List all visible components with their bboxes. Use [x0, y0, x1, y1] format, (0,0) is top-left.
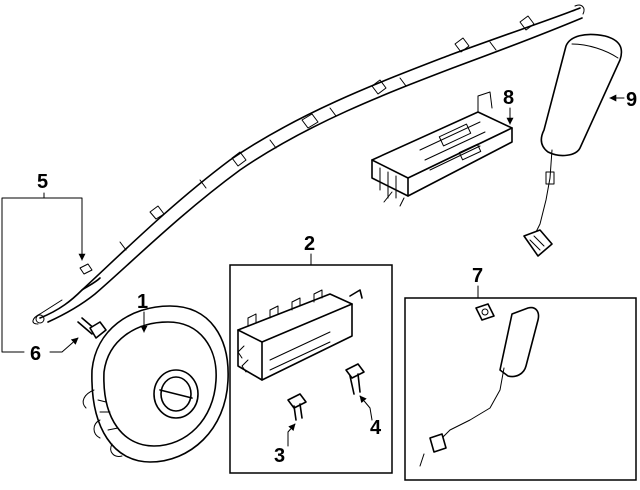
bolt-4 [345, 363, 365, 395]
callout-3: 3 [274, 445, 285, 467]
group-box-7 [404, 297, 637, 481]
seat-airbag [523, 33, 623, 257]
bolt-3 [287, 393, 307, 421]
callout-lines [1, 94, 625, 447]
passenger-airbag-module [237, 289, 363, 381]
callout-9: 9 [626, 89, 637, 111]
callout-labels: 1 2 3 4 5 6 7 8 9 [30, 87, 637, 467]
callout-6: 6 [30, 343, 41, 365]
callout-8: 8 [503, 87, 514, 109]
bolt-6 [77, 317, 107, 339]
curtain-airbag [32, 4, 585, 325]
sensor-module [371, 91, 513, 207]
driver-airbag-module [82, 305, 229, 463]
callout-1: 1 [137, 291, 148, 313]
callout-2: 2 [304, 233, 315, 255]
callout-4: 4 [370, 417, 382, 439]
callout-5: 5 [37, 171, 48, 193]
knee-airbag [419, 303, 540, 467]
callout-7: 7 [472, 265, 483, 287]
